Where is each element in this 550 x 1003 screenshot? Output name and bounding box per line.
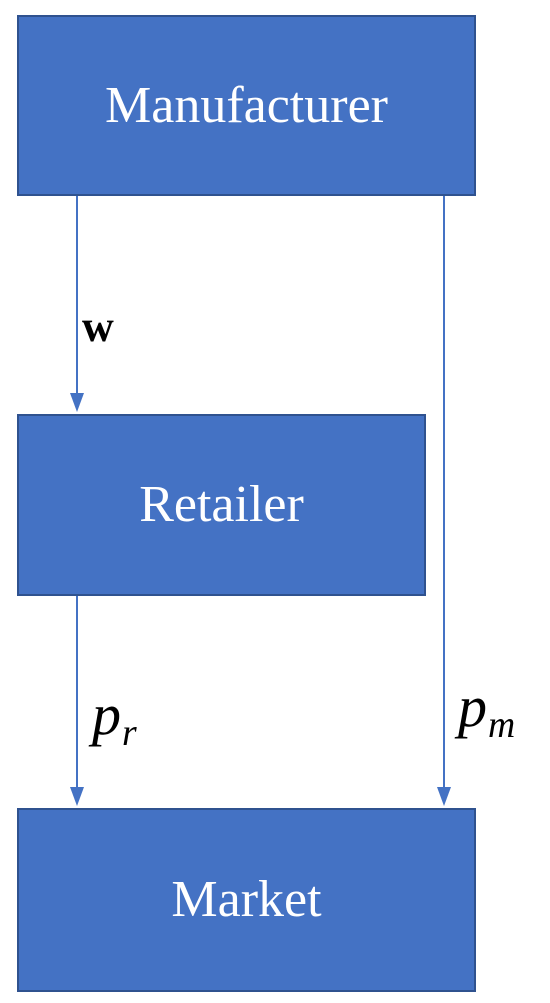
arrow-retailer-to-market [70, 596, 84, 806]
edge-label-pr-subscript: r [122, 712, 137, 755]
edge-label-pr: pr [92, 686, 137, 753]
arrow-manufacturer-to-market [437, 196, 451, 806]
retailer-node: Retailer [17, 414, 426, 596]
edge-label-w: w [82, 305, 114, 349]
market-label: Market [171, 871, 322, 928]
retailer-label: Retailer [139, 476, 304, 533]
edge-label-pr-main: p [92, 682, 121, 747]
edge-label-pm: pm [458, 678, 515, 745]
manufacturer-label: Manufacturer [105, 76, 388, 134]
edge-label-pm-main: p [458, 674, 487, 739]
manufacturer-node: Manufacturer [17, 15, 476, 196]
edge-label-pm-subscript: m [488, 704, 516, 747]
edge-label-w-text: w [82, 302, 114, 351]
market-node: Market [17, 808, 476, 992]
arrow-manufacturer-to-retailer [70, 196, 84, 412]
